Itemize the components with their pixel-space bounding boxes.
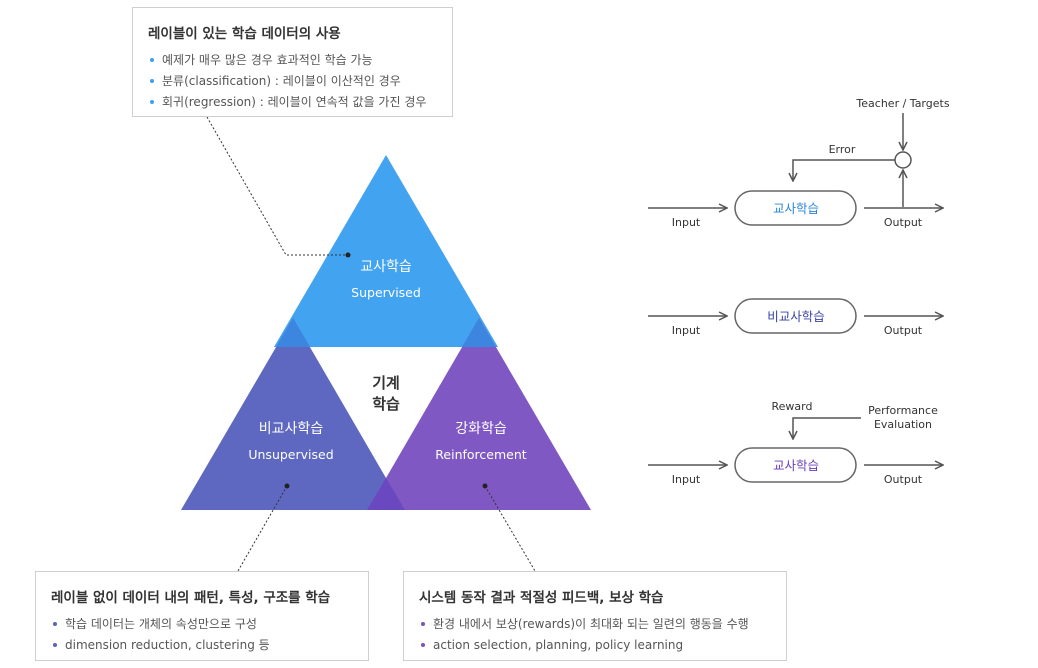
error-arrow: [793, 159, 895, 181]
supervised-description-title: 레이블이 있는 학습 데이터의 사용: [148, 26, 341, 42]
bullet-icon: [150, 79, 154, 83]
overlap-top-left: [276, 318, 310, 347]
center-white-triangle: [310, 347, 462, 478]
leader-dot-right: [482, 483, 488, 489]
output-label-1: Output: [884, 216, 923, 229]
center-label-line1: 기계: [372, 374, 400, 392]
leader-line-left: [237, 485, 288, 572]
supervised-node-label: 교사학습: [773, 201, 819, 216]
supervised-label-en: Supervised: [351, 285, 421, 300]
center-label-line2: 학습: [372, 395, 400, 413]
output-label-3: Output: [884, 473, 923, 486]
reinforcement-node: [734, 447, 857, 483]
list-item: action selection, planning, policy learn…: [419, 635, 786, 656]
leader-dot-top: [345, 252, 351, 258]
reinforcement-description-box: 시스템 동작 결과 적절성 피드백, 보상 학습 환경 내에서 보상(rewar…: [403, 571, 787, 661]
list-item: 학습 데이터는 개체의 속성만으로 구성: [51, 614, 368, 635]
bullet-icon: [421, 622, 425, 626]
list-item: 분류(classification) : 레이블이 이산적인 경우: [148, 71, 452, 92]
unsupervised-description-title: 레이블 없이 데이터 내의 패턴, 특성, 구조를 학습: [51, 590, 331, 606]
supervised-description-list: 예제가 매우 많은 경우 효과적인 학습 가능 분류(classificatio…: [148, 50, 452, 113]
unsupervised-node: [734, 298, 857, 334]
input-label-3: Input: [672, 473, 701, 486]
performance-label: Performance: [868, 404, 938, 417]
unsupervised-description-list: 학습 데이터는 개체의 속성만으로 구성 dimension reduction…: [51, 614, 368, 656]
list-item: dimension reduction, clustering 등: [51, 635, 368, 656]
reinforcement-description-title: 시스템 동작 결과 적절성 피드백, 보상 학습: [419, 590, 664, 606]
evaluation-label: Evaluation: [874, 418, 932, 431]
input-label-1: Input: [672, 216, 701, 229]
input-label-2: Input: [672, 324, 701, 337]
reward-arrow: [793, 417, 861, 439]
list-item: 예제가 매우 많은 경우 효과적인 학습 가능: [148, 50, 452, 71]
supervised-triangle: [274, 155, 498, 347]
supervised-node: [734, 190, 857, 226]
unsupervised-node-label: 비교사학습: [767, 309, 825, 324]
overlap-top-right: [462, 318, 496, 347]
bullet-icon: [150, 100, 154, 104]
reinforcement-label-en: Reinforcement: [435, 447, 526, 462]
reinforcement-triangle: [367, 318, 591, 510]
error-label: Error: [829, 143, 856, 156]
reinforcement-description-list: 환경 내에서 보상(rewards)이 최대화 되는 일련의 행동을 수행 ac…: [419, 614, 786, 656]
supervised-label-ko: 교사학습: [360, 259, 412, 275]
unsupervised-description-box: 레이블 없이 데이터 내의 패턴, 특성, 구조를 학습 학습 데이터는 개체의…: [35, 571, 369, 661]
leader-dot-left: [284, 483, 290, 489]
supervised-description-box: 레이블이 있는 학습 데이터의 사용 예제가 매우 많은 경우 효과적인 학습 …: [132, 7, 453, 117]
unsupervised-triangle: [181, 318, 405, 510]
bullet-icon: [421, 643, 425, 647]
teacher-targets-label: Teacher / Targets: [855, 97, 949, 110]
leader-line-right: [484, 485, 536, 572]
reinforcement-label-ko: 강화학습: [455, 421, 507, 437]
bullet-icon: [53, 622, 57, 626]
bullet-icon: [53, 643, 57, 647]
list-item: 환경 내에서 보상(rewards)이 최대화 되는 일련의 행동을 수행: [419, 614, 786, 635]
list-item: 회귀(regression) : 레이블이 연속적 값을 가진 경우: [148, 92, 452, 113]
unsupervised-label-en: Unsupervised: [248, 447, 333, 462]
output-label-2: Output: [884, 324, 923, 337]
unsupervised-label-ko: 비교사학습: [259, 421, 324, 437]
reward-label: Reward: [772, 400, 813, 413]
leader-line-top: [206, 116, 348, 256]
overlap-bottom: [367, 478, 405, 510]
comparator-circle: [894, 151, 912, 169]
reinforcement-node-label: 교사학습: [773, 458, 819, 473]
bullet-icon: [150, 58, 154, 62]
